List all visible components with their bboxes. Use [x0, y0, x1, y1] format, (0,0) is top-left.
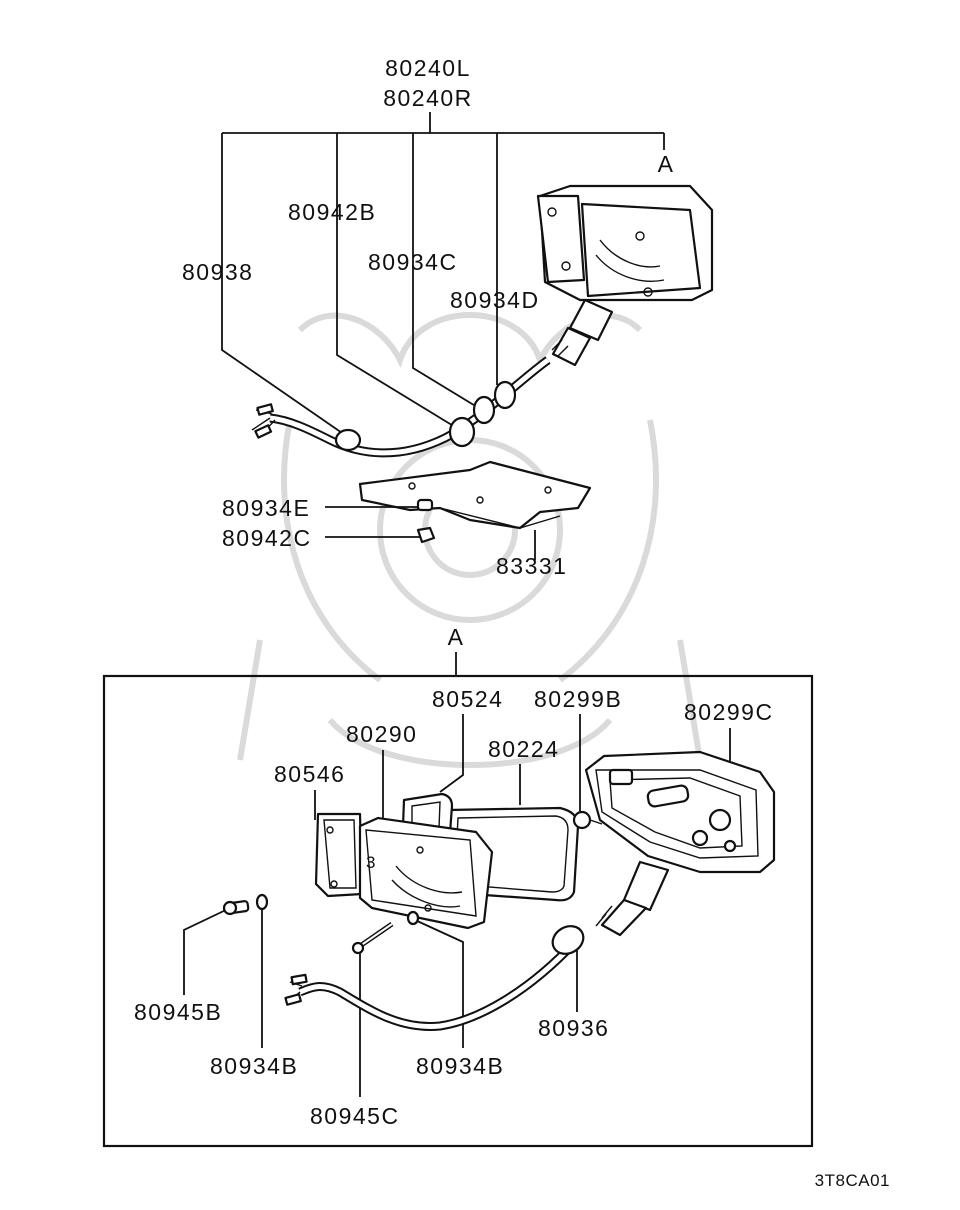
label-80934D: 80934D — [450, 287, 540, 313]
label-80934E: 80934E — [222, 495, 310, 521]
upper-leader-tree — [221, 112, 665, 436]
detail-a-frame — [102, 674, 814, 1148]
washer-80934E — [416, 498, 434, 512]
nut-80942C — [416, 526, 436, 544]
label-80942C: 80942C — [222, 525, 312, 551]
label-80240R: 80240R — [383, 85, 473, 111]
bracket-83331 — [358, 460, 592, 530]
grommet-80934D — [493, 380, 517, 410]
screw-80945C — [351, 921, 394, 955]
washer-80934B-right — [406, 910, 420, 926]
gasket-80224-inner — [455, 815, 569, 893]
label-A-ref-upper: A — [658, 151, 675, 177]
label-A-ref-detail: A — [448, 624, 465, 650]
label-80938: 80938 — [182, 259, 253, 285]
label-80299B: 80299B — [534, 686, 622, 712]
label-80936: 80936 — [538, 1015, 609, 1041]
label-80934B-right: 80934B — [416, 1053, 504, 1079]
label-80524: 80524 — [432, 686, 503, 712]
grommet-80938 — [334, 428, 362, 452]
label-80945B: 80945B — [134, 999, 222, 1025]
lens-mark: 3 — [366, 853, 376, 872]
upper-cable-harness — [251, 356, 551, 458]
lens-80290: 3 — [358, 816, 494, 930]
label-80934C: 80934C — [368, 249, 458, 275]
screw-80299B — [572, 810, 603, 830]
label-80934B-left: 80934B — [210, 1053, 298, 1079]
grommet-80936 — [551, 925, 585, 955]
label-80945C: 80945C — [310, 1103, 400, 1129]
grommet-80942B — [448, 416, 476, 448]
label-80240L: 80240L — [385, 55, 471, 81]
label-80299C: 80299C — [684, 699, 774, 725]
detail-cable-80936 — [284, 925, 585, 1032]
lamp-housing-detail — [584, 750, 776, 937]
label-80290: 80290 — [346, 721, 417, 747]
washer-80934B-left — [255, 893, 269, 911]
screw-80945B — [222, 900, 250, 916]
label-83331: 83331 — [496, 553, 567, 579]
upper-lamp-assembly — [536, 184, 714, 367]
grommet-80934C — [472, 395, 496, 425]
label-80942B: 80942B — [288, 199, 376, 225]
label-80546: 80546 — [274, 761, 345, 787]
label-80224: 80224 — [488, 736, 559, 762]
lens-80546 — [314, 812, 364, 898]
figure-code: 3T8CA01 — [815, 1171, 890, 1190]
